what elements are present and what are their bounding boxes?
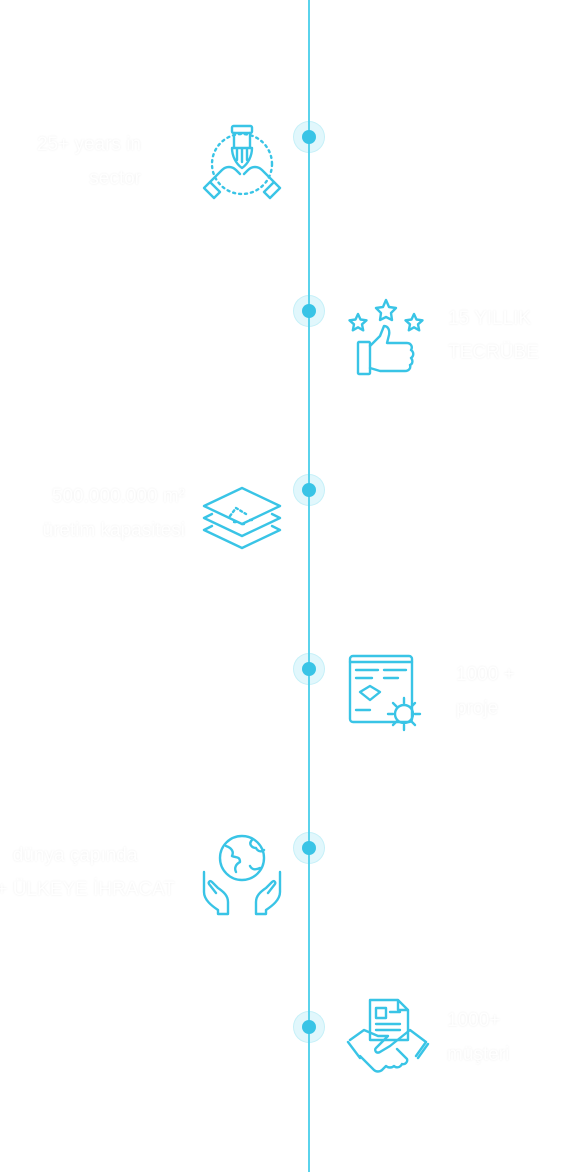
globe-in-hands-icon — [200, 832, 284, 916]
timeline-dot — [294, 475, 324, 505]
milestone-label: 15 YILLIK TECRÜBE — [448, 308, 539, 363]
blueprint-gear-icon — [344, 652, 428, 736]
timeline-dot — [294, 654, 324, 684]
milestone-label: 500.000.000 m² üretim kapasitesi — [42, 486, 185, 541]
layers-icon — [200, 474, 284, 558]
milestone-label: 25+ years in sector — [36, 134, 141, 189]
timeline-dot — [294, 1012, 324, 1042]
milestone-label: 1000+ müşteri — [447, 1010, 510, 1065]
timeline-dot — [294, 833, 324, 863]
timeline-dot — [294, 122, 324, 152]
thumbs-up-stars-icon — [344, 296, 428, 380]
timeline-dot — [294, 296, 324, 326]
milestone-label: 1000 + proje — [456, 664, 515, 719]
handshake-contract-icon — [346, 996, 430, 1080]
timeline-line — [308, 0, 310, 1172]
teamwork-hands-icon — [200, 122, 284, 206]
milestone-label: dünya çapında 30+ ÜLKEYE İHRACAT — [0, 845, 175, 900]
